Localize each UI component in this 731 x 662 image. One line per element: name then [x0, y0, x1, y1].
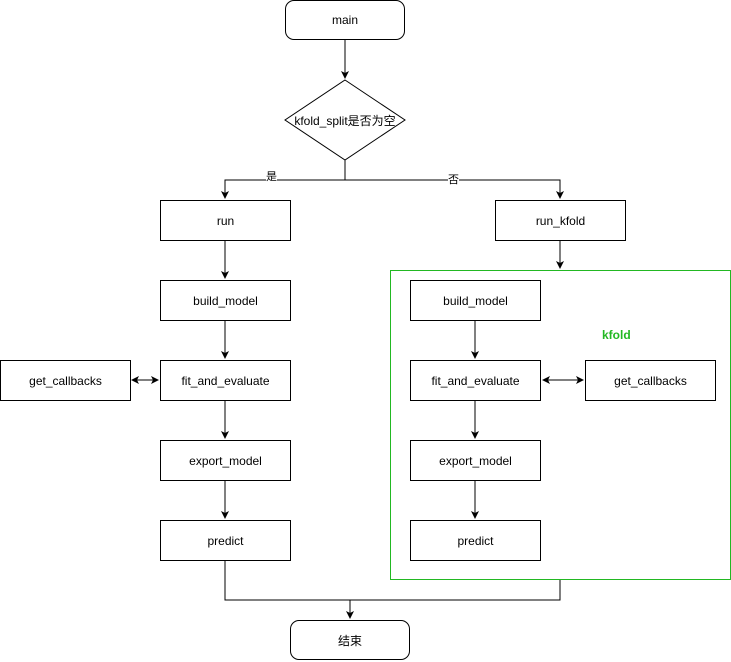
- edge-label-no: 否: [448, 174, 459, 186]
- predict-left-node[interactable]: predict: [160, 520, 291, 561]
- edge-predict-end: [224, 560, 561, 618]
- export-model-left-node[interactable]: export_model: [160, 440, 291, 481]
- fit-and-evaluate-right-node[interactable]: fit_and_evaluate: [410, 360, 541, 401]
- get-callbacks-left-node[interactable]: get_callbacks: [0, 360, 131, 401]
- decision-label: kfold_split是否为空: [294, 113, 396, 128]
- main-node[interactable]: main: [285, 0, 405, 40]
- end-node[interactable]: 结束: [290, 620, 410, 660]
- export-model-right-node[interactable]: export_model: [410, 440, 541, 481]
- fit-and-evaluate-left-node[interactable]: fit_and_evaluate: [160, 360, 291, 401]
- predict-right-node[interactable]: predict: [410, 520, 541, 561]
- edge-decision-run: [221, 160, 346, 199]
- edge-label-yes: 是: [266, 171, 277, 183]
- build-model-left-node[interactable]: build_model: [160, 280, 291, 321]
- edge-decision-run-kfold: [345, 179, 564, 199]
- run-node[interactable]: run: [160, 200, 291, 241]
- run-kfold-node[interactable]: run_kfold: [495, 200, 626, 241]
- build-model-right-node[interactable]: build_model: [410, 280, 541, 321]
- get-callbacks-right-node[interactable]: get_callbacks: [585, 360, 716, 401]
- kfold-group-label: kfold: [602, 328, 631, 342]
